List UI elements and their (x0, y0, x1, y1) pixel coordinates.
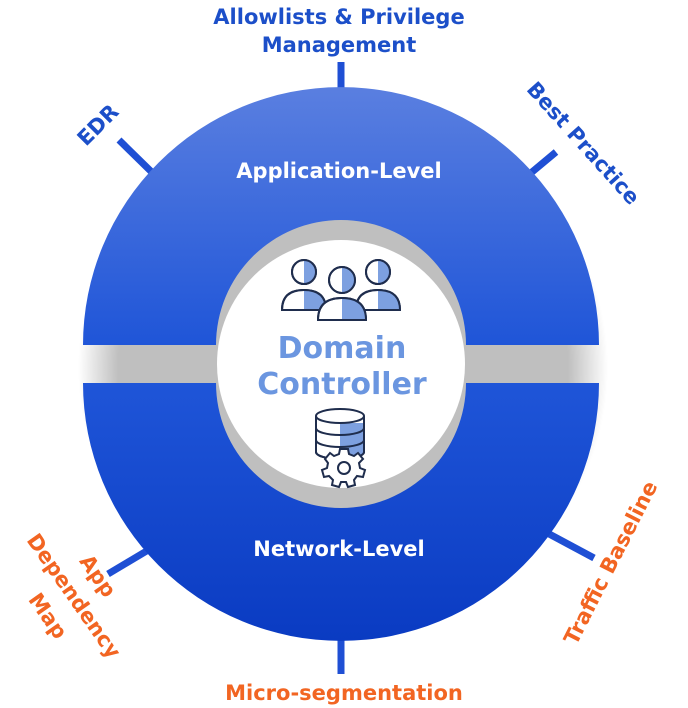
ring-bottom-label: Network-Level (253, 537, 424, 561)
label-allowlists-line1: Allowlists & Privilege (213, 5, 464, 29)
center-circle (217, 240, 465, 488)
ring-top-label: Application-Level (236, 159, 441, 183)
label-micro-segmentation: Micro-segmentation (225, 681, 463, 705)
label-edr: EDR (73, 100, 124, 151)
label-traffic-baseline: Traffic Baseline (559, 477, 662, 648)
center-title-line2: Controller (257, 367, 427, 402)
ring-top-half (83, 87, 599, 345)
users-group-icon (280, 259, 402, 321)
ring-bottom-half (83, 383, 599, 641)
label-allowlists-line2: Management (262, 33, 417, 57)
center-title-line1: Domain (278, 331, 407, 366)
database-gear-icon (315, 408, 367, 489)
